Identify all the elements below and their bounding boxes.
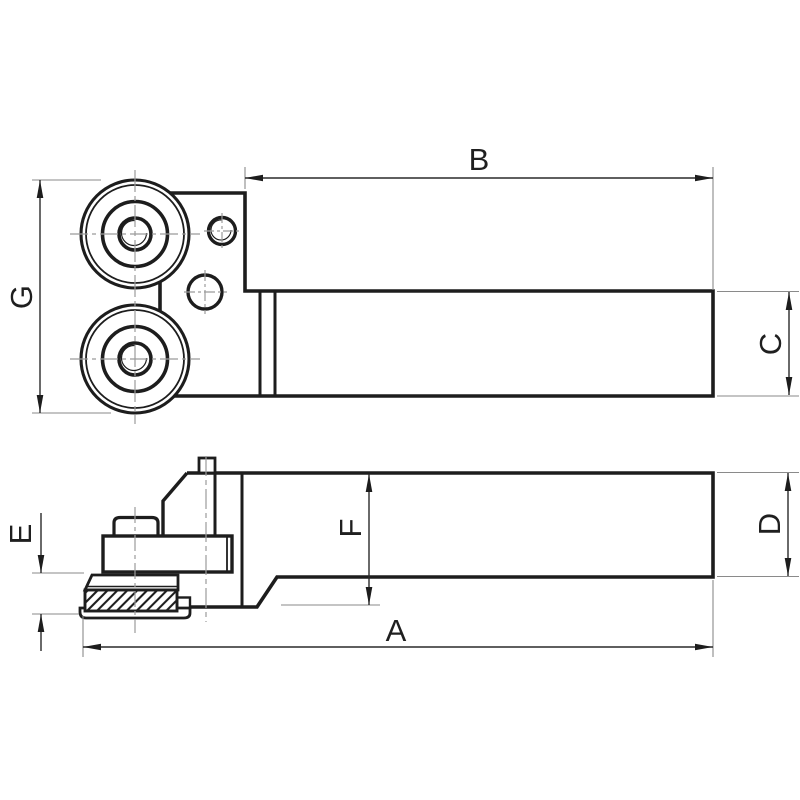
dim-label-B: B [469, 142, 490, 177]
front-view: B G C [4, 142, 799, 424]
side-body-outline [187, 471, 715, 609]
dimension-C: C [717, 290, 799, 397]
dim-label-E: E [3, 524, 38, 545]
roll-flange [82, 573, 180, 592]
side-view: E F D A [3, 456, 799, 657]
dimension-F: F [281, 474, 380, 606]
dim-label-C: C [753, 333, 788, 355]
dim-label-D: D [752, 513, 787, 535]
dim-label-F: F [333, 519, 368, 538]
dimension-E: E [3, 513, 84, 651]
head-left-edge [161, 471, 189, 536]
pivot-screw-head [112, 515, 160, 536]
dim-label-G: G [4, 285, 39, 309]
clamp-screw-boss [197, 456, 217, 475]
dimension-B: B [244, 142, 714, 290]
dim-label-A: A [386, 613, 407, 648]
centerlines-side-view [134, 456, 207, 633]
centerlines-front-view [70, 170, 240, 424]
knurl-holder-block [101, 534, 234, 574]
dimension-G: G [4, 179, 111, 414]
dimension-D: D [717, 471, 799, 578]
knurl-roll-section [83, 588, 179, 613]
tool-body-outline [158, 191, 715, 398]
dimension-A: A [82, 580, 714, 657]
